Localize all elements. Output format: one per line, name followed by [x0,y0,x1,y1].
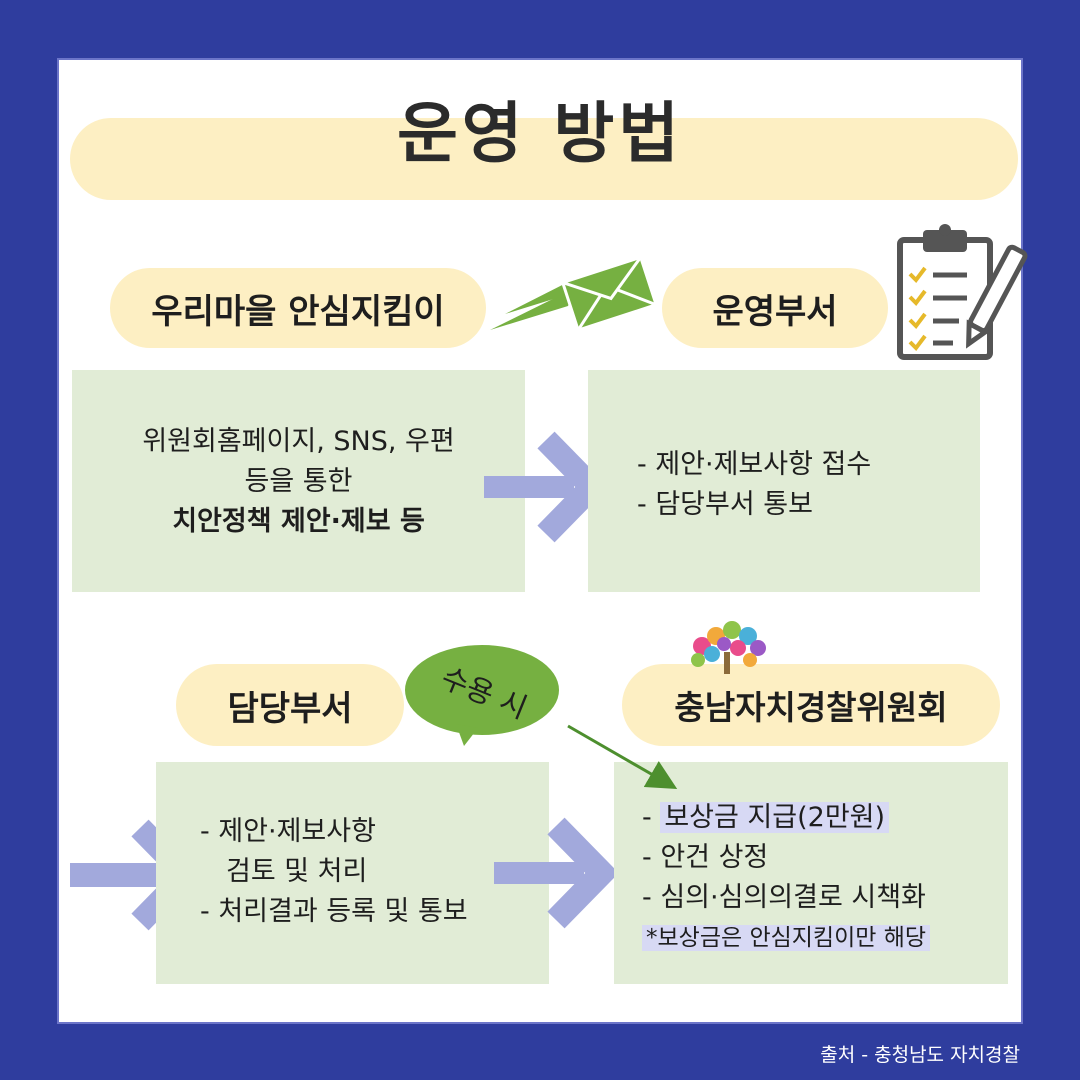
node-committee: 충남자치경찰위원회 [622,664,1000,746]
clipboard-icon [897,224,1028,360]
box-responsible-dept [156,762,549,984]
reward-highlight: 보상금 지급(2만원) [660,802,890,833]
page-title: 운영 방법 [397,95,683,172]
box-citizen [72,370,525,592]
box-operating-dept [588,370,980,592]
speech-bubble [403,643,561,746]
box-citizen-text: 위원회홈페이지, SNS, 우편 등을 통한 치안정책 제안·제보 등 [72,422,525,542]
box-committee-line: - 보상금 지급(2만원) [642,798,1002,838]
box-citizen-line: 등을 통한 [244,466,353,497]
box-citizen-line: 치안정책 제안·제보 등 [172,506,425,537]
reward-note: *보상금은 안심지킴이만 해당 [642,925,931,951]
arrow-right-icon [494,817,619,929]
box-responsible-dept-line: - 처리결과 등록 및 통보 [200,896,468,927]
arrow-right-icon [484,431,609,543]
box-committee-line: - 심의·심의의결로 시책화 [642,882,926,913]
node-citizen: 우리마을 안심지킴이 [110,268,486,348]
box-responsible-dept-line: - 제안·제보사항 [200,816,376,847]
box-responsible-dept-line: 검토 및 처리 [226,856,368,887]
box-responsible-dept-text: - 제안·제보사항 검토 및 처리 - 처리결과 등록 및 통보 [200,812,468,932]
tree-logo-icon [691,621,766,674]
envelope-icon [490,255,659,333]
box-operating-dept-line: - 담당부서 통보 [637,489,813,520]
node-operating-dept: 운영부서 [662,268,888,348]
source-credit: 출처 - 충청남도 자치경찰 [820,1044,1020,1066]
box-operating-dept-line: - 제안·제보사항 접수 [637,449,872,480]
box-operating-dept-text: - 제안·제보사항 접수 - 담당부서 통보 [637,445,871,525]
box-citizen-line: 위원회홈페이지, SNS, 우편 [142,426,455,457]
box-committee-line: - 안건 상정 [642,842,769,873]
box-committee-text: - 보상금 지급(2만원) - 안건 상정 - 심의·심의의결로 시책화 *보상… [642,798,1002,958]
box-committee-dash: - [642,802,661,833]
node-responsible-dept: 담당부서 [176,664,404,746]
title-band [70,118,1018,200]
connector-arrow [567,724,678,789]
